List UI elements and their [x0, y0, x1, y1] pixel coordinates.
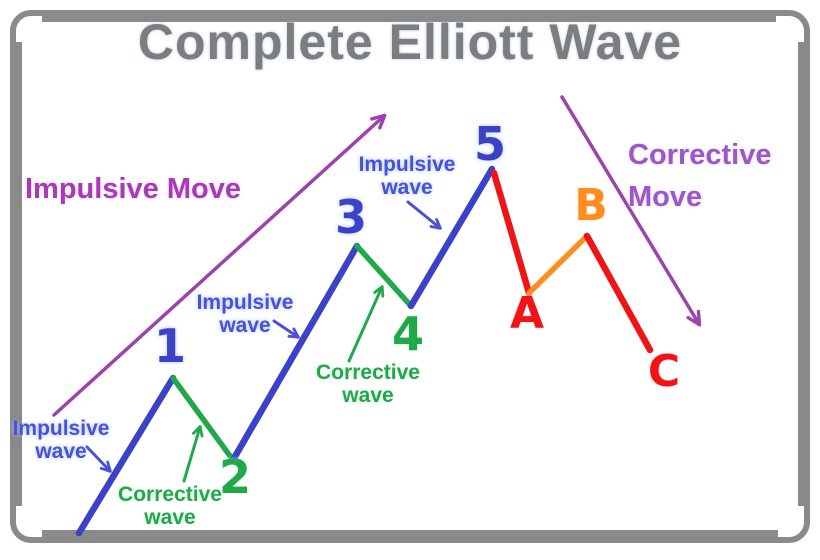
corrective-wave-pointer-1: [182, 425, 204, 483]
wave-b-line: [526, 233, 590, 296]
page-title: Complete Elliott Wave: [137, 14, 683, 70]
frame-border: [10, 10, 810, 543]
wave-label-4: 4: [391, 307, 425, 361]
wave-5-line: [407, 165, 496, 310]
corrective-move-label: Corrective Move: [628, 139, 772, 214]
wave-c-line: [583, 232, 654, 354]
impulsive-wave-annotation-3: Impulsive wave: [358, 153, 456, 200]
corrective-move-arrow: [560, 95, 702, 327]
impulsive-wave-pointer-2: [272, 319, 300, 339]
frame-bar-left: [10, 42, 22, 506]
wave-label-c: C: [647, 346, 681, 397]
wave-a-line: [490, 169, 533, 297]
whiteboard-frame: [10, 10, 810, 543]
impulsive-wave-annotation-2: Impulsive wave: [196, 291, 294, 338]
corrective-wave-annotation-2: Corrective wave: [316, 361, 420, 408]
wave-label-2: 2: [218, 450, 252, 504]
wave-label-a: A: [509, 288, 545, 339]
wave-4-line: [354, 243, 414, 309]
corrective-wave-pointer-2: [347, 285, 385, 363]
impulsive-wave-pointer-3: [406, 200, 442, 230]
impulsive-wave-annotation-1: Impulsive wave: [12, 417, 110, 464]
wave-label-1: 1: [153, 319, 187, 373]
impulsive-move-arrow: [52, 113, 387, 417]
impulsive-move-label: Impulsive Move: [25, 173, 241, 205]
wave-label-3: 3: [334, 190, 368, 244]
wave-2-line: [170, 375, 236, 463]
wave-1-line: [75, 374, 177, 537]
wave-label-5: 5: [473, 117, 507, 171]
frame-bar-top: [42, 10, 776, 22]
corrective-wave-annotation-1: Corrective wave: [118, 483, 222, 530]
frame-bar-bottom: [42, 530, 778, 543]
wave-label-b: B: [574, 180, 608, 231]
frame-bar-right: [798, 42, 810, 506]
wave-3-line: [229, 242, 361, 464]
impulsive-wave-pointer-1: [85, 445, 112, 473]
